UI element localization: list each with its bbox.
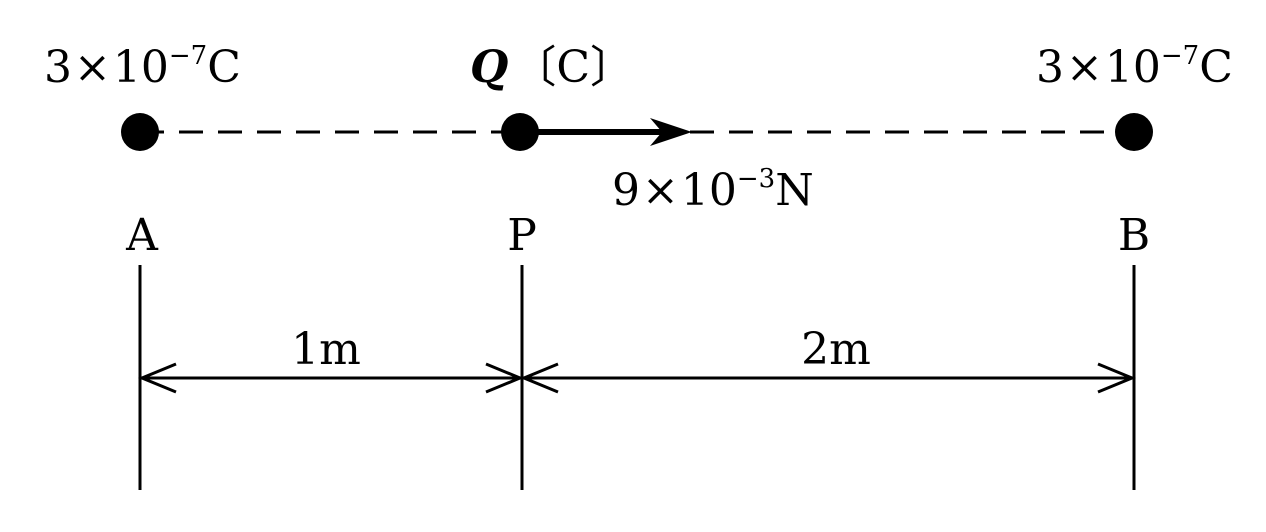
dimension-arrow-pb-right — [1097, 362, 1136, 394]
force-arrow-head — [650, 118, 692, 146]
distance-label-pb: 2m — [801, 324, 871, 375]
charge-label-q: Q〔C〕 — [470, 42, 634, 93]
dimension-arrow-ap-right — [485, 362, 524, 394]
distance-label-ap: 1m — [291, 324, 361, 375]
charge-label-a: 3×10−7C — [44, 41, 241, 93]
point-label-b: B — [1118, 210, 1150, 261]
point-label-p: P — [507, 210, 537, 261]
charge-dot-p — [501, 113, 539, 151]
dimension-arrow-pb-left — [520, 362, 559, 394]
charge-label-b: 3×10−7C — [1036, 41, 1233, 93]
force-label: 9×10−3N — [612, 164, 814, 216]
point-label-a: A — [125, 210, 159, 261]
charge-dot-b — [1115, 113, 1153, 151]
charge-dot-a — [121, 113, 159, 151]
dimension-arrow-ap-left — [138, 362, 177, 394]
